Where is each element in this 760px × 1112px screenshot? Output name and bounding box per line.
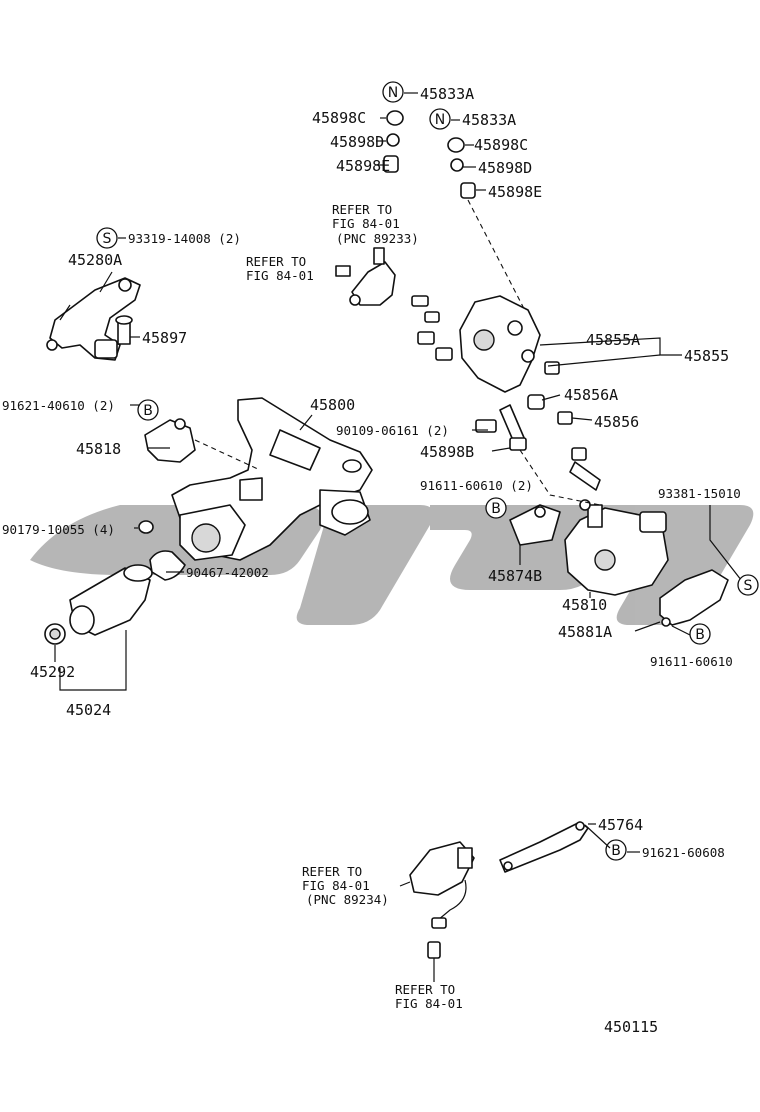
refer-note-3-line-3: (PNC 89234) [306,892,389,907]
leader-93381 [709,505,746,586]
label-93381-15010: 93381-15010 [658,486,741,501]
badge-b-letter-3: B [695,627,705,643]
refer-note-1-line-3: (PNC 89233) [336,231,419,246]
part-45874B-plate [509,504,561,546]
label-45024: 45024 [66,701,111,719]
label-45874B: 45874B [488,567,542,585]
refer-note-2-line-1: REFER TO [246,254,306,269]
leader-45024 [59,630,127,691]
refer-note-3-line-1: REFER TO [302,864,362,879]
label-45898D-1: 45898D [330,133,384,151]
label-45881A: 45881A [558,623,612,641]
label-45764: 45764 [598,816,643,834]
badge-b-1: B [137,399,159,421]
part-45881A-cover [659,569,729,627]
part-45810-lock-housing [564,499,669,596]
part-45856A-bolts [527,361,573,425]
label-45898C-2: 45898C [474,136,528,154]
part-nut-stack-right [447,137,476,199]
badge-b-letter-4: B [611,843,621,859]
label-90109-06161: 90109-06161 (2) [336,423,449,438]
label-45292: 45292 [30,663,75,681]
part-45897-screw [115,315,133,345]
label-91611-60610-b: 91611-60610 [650,654,733,669]
label-91621-60608: 91621-60608 [642,845,725,860]
badge-s-2: S [737,574,759,596]
badge-s-letter-1: S [103,231,112,247]
guide-line-45818 [194,439,261,471]
badge-b-letter-2: B [491,501,501,517]
badge-n-letter-1: N [388,85,398,101]
leader-refer-3 [399,881,411,887]
label-45898B: 45898B [420,443,474,461]
label-90179-10055: 90179-10055 (4) [2,522,115,537]
refer-note-2-line-2: FIG 84-01 [246,268,314,283]
badge-b-2: B [485,497,507,519]
part-45024-tube [69,564,153,636]
part-90179-nut [138,520,154,534]
guide-line-lock [519,449,601,506]
refer-note-3-line-2: FIG 84-01 [302,878,370,893]
refer-note-1-line-1: REFER TO [332,202,392,217]
part-sensor-bottom [409,841,475,929]
part-45764-bracket [499,821,589,873]
part-90467-clamp [149,550,186,581]
label-45898C-1: 45898C [312,109,366,127]
part-45292-bearing [44,623,66,645]
label-45810: 45810 [562,596,607,614]
label-45898D-2: 45898D [478,159,532,177]
label-45856: 45856 [594,413,639,431]
label-45833A-1: 45833A [420,85,474,103]
label-45898E-2: 45898E [488,183,542,201]
badge-s-letter-2: S [744,578,753,594]
label-45280A: 45280A [68,251,122,269]
part-45280A-lever [46,277,141,361]
refer-note-4-line-1: REFER TO [395,982,455,997]
diagram-id: 450115 [604,1018,658,1036]
part-column-barrel [179,504,246,561]
refer-note-4: REFER TO FIG 84-01 [395,982,463,1011]
part-90109-bolt [475,404,527,451]
label-45855: 45855 [684,347,729,365]
badge-b-3: B [689,623,711,645]
badge-n-letter-2: N [435,112,445,128]
label-90467-42002: 90467-42002 [186,565,269,580]
refer-note-1: REFER TO FIG 84-01 (PNC 89233) [332,202,419,246]
part-45855-bracket [459,295,541,393]
label-45818: 45818 [76,440,121,458]
refer-note-4-line-2: FIG 84-01 [395,996,463,1011]
label-93319-14008: 93319-14008 (2) [128,231,241,246]
label-91611-60610-a: 91611-60610 (2) [420,478,533,493]
leader-lines [54,92,691,853]
part-sensor-bolt [427,941,441,959]
badge-n-1: N [382,81,404,103]
label-45898E-1: 45898E [336,157,390,175]
label-45800: 45800 [310,396,355,414]
badge-s-1: S [96,227,118,249]
badge-b-4: B [605,839,627,861]
part-nut-stack-left [383,110,404,173]
label-45897: 45897 [142,329,187,347]
badge-n-2: N [429,108,451,130]
label-91621-40610: 91621-40610 (2) [2,398,115,413]
refer-note-1-line-2: FIG 84-01 [332,216,400,231]
part-lock-pin [569,447,601,491]
badge-b-letter-1: B [143,403,153,419]
refer-note-2: REFER TO FIG 84-01 [246,254,314,283]
label-45833A-2: 45833A [462,111,516,129]
refer-note-3: REFER TO FIG 84-01 (PNC 89234) [302,864,389,907]
part-small-bolts [411,295,453,361]
part-sensor-top [335,247,396,306]
label-45855A: 45855A [586,331,640,349]
label-45856A: 45856A [564,386,618,404]
part-45818-bracket [144,418,196,463]
